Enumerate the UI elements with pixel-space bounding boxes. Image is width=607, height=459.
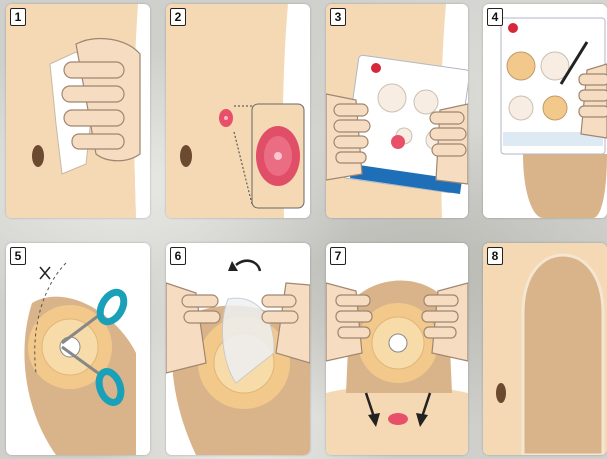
step-panel-3: 3 <box>326 4 468 218</box>
navel-icon <box>496 383 506 403</box>
stoma-icon <box>388 413 408 425</box>
step-number: 6 <box>170 247 186 265</box>
step-panel-6: 6 <box>166 243 310 455</box>
step-number: 7 <box>330 247 346 265</box>
peel-backing-illustration <box>166 243 310 455</box>
hand-icon <box>579 64 607 138</box>
step-number: 3 <box>330 8 346 26</box>
step-panel-2: 2 <box>166 4 310 218</box>
step-number: 2 <box>170 8 186 26</box>
marking-wafer-illustration <box>483 4 607 218</box>
navel-icon <box>32 145 44 167</box>
pouch-icon <box>523 255 603 455</box>
stoma-closeup-icon <box>256 126 300 186</box>
step-panel-8: 8 <box>483 243 607 455</box>
apply-pouch-illustration <box>326 243 468 455</box>
clean-skin-illustration <box>6 4 150 218</box>
step-panel-4: 4 <box>483 4 607 218</box>
step-number: 4 <box>487 8 503 26</box>
step-panel-7: 7 <box>326 243 468 455</box>
stoma-illustration <box>166 4 310 218</box>
pouch-applied-illustration <box>483 243 607 455</box>
stoma-icon <box>219 109 233 127</box>
step-number: 5 <box>10 247 26 265</box>
step-panel-5: 5 <box>6 243 150 455</box>
step-number: 1 <box>10 8 26 26</box>
navel-icon <box>180 145 192 167</box>
cutting-wafer-illustration <box>6 243 150 455</box>
step-panel-1: 1 <box>6 4 150 218</box>
step-number: 8 <box>487 247 503 265</box>
measuring-guide-illustration <box>326 4 468 218</box>
